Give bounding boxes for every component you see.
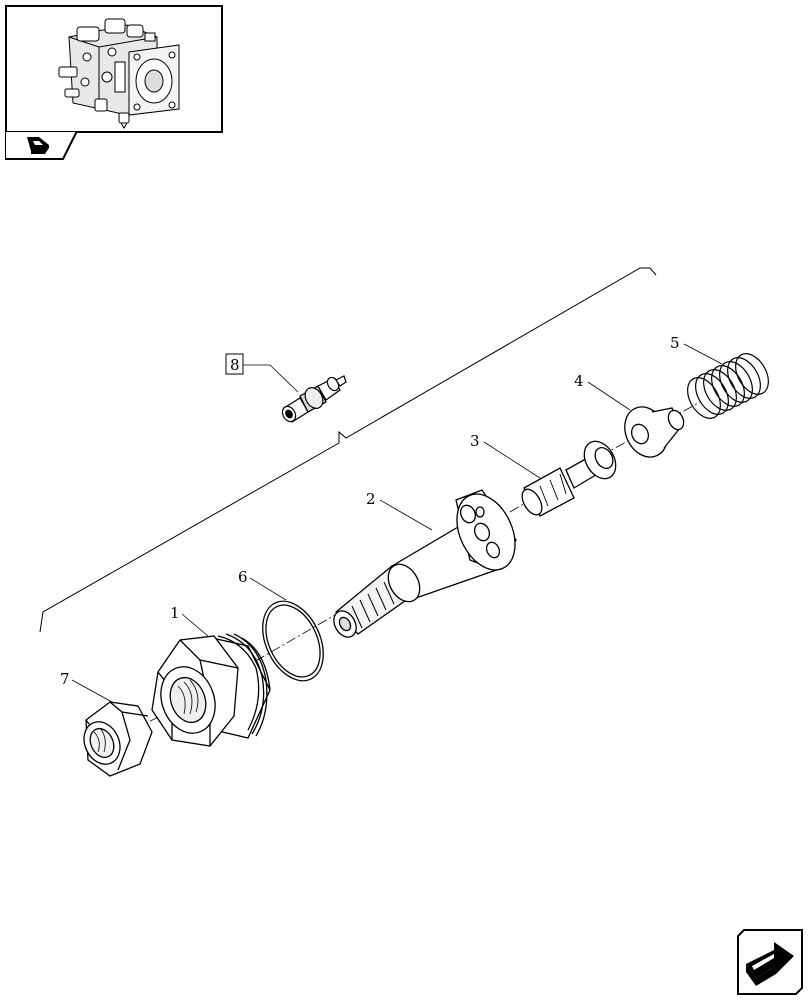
pump-assembly-thumbnail-icon [58,18,180,129]
callout-8-box [225,353,244,375]
part-3-spool [521,440,617,517]
part-5-spring [687,353,769,419]
callout-1: 1 [170,604,180,622]
leader-7 [71,679,113,703]
next-page-arrow-icon[interactable] [736,928,806,996]
callout-2: 2 [366,490,376,508]
leader-6 [249,577,287,601]
part-2-valve-sleeve [333,489,517,638]
part-6-o-ring [262,600,324,682]
callout-8: 8 [230,356,240,374]
leader-3 [483,441,541,479]
callout-3: 3 [470,432,480,450]
assembly-thumbnail [5,5,223,133]
book-tab[interactable] [5,131,77,161]
leader-2 [379,499,433,531]
leader-5 [683,343,723,365]
callout-7: 7 [60,670,70,688]
callout-4: 4 [574,372,584,390]
callout-6: 6 [238,568,248,586]
part-7-hex-nut [83,701,153,777]
part-8-bleed-valve [281,375,347,423]
part-1-plug-body [151,633,271,747]
leader-8 [243,364,299,393]
group-boundary-line [39,267,657,633]
callout-5: 5 [670,334,680,352]
part-4-spring-seat [624,406,685,458]
book-icon [27,137,49,154]
leader-4 [587,381,631,411]
leader-1 [181,613,209,637]
